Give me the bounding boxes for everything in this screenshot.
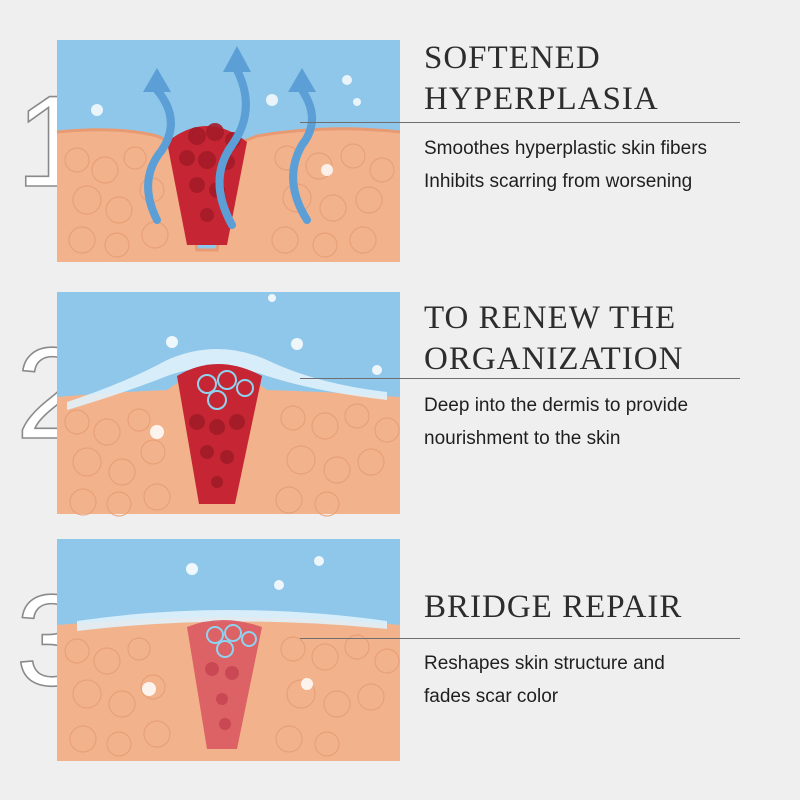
skin-illustration-2 [57, 292, 400, 517]
step-2-title: TO RENEW THE ORGANIZATION [424, 300, 684, 377]
callout-line [300, 378, 740, 379]
bubble-icon [150, 294, 382, 439]
step-3-panel: 3 [0, 535, 800, 765]
step-1-panel: 1 [0, 36, 800, 266]
upward-arrow-icon [144, 66, 316, 229]
skin-illustration-3 [57, 539, 400, 761]
step-1-title: SOFTENED HYPERPLASIA [424, 40, 659, 117]
callout-line [300, 122, 740, 123]
skin-illustration-1 [56, 40, 401, 262]
step-2-description: Deep into the dermis to provide nourishm… [424, 395, 689, 449]
bubble-icon [142, 556, 324, 696]
step-3-title: BRIDGE REPAIR [424, 589, 683, 625]
step-2-panel: 2 [0, 288, 800, 518]
step-3-description: Reshapes skin structure and fades scar c… [424, 653, 665, 707]
callout-line [300, 638, 740, 639]
step-1-description: Smoothes hyperplastic skin fibers Inhibi… [424, 138, 708, 192]
